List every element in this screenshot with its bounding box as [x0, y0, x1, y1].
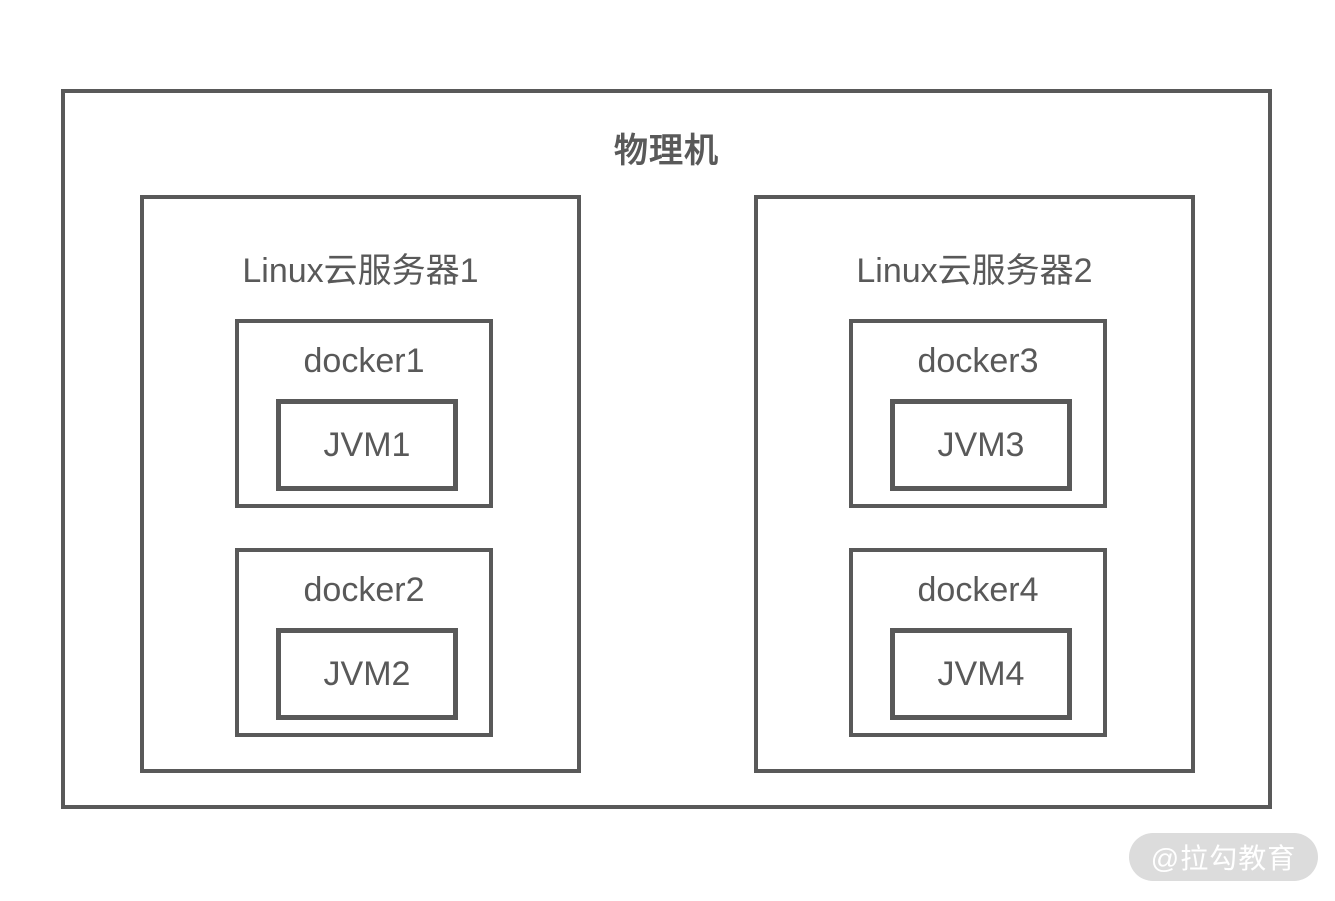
watermark-text: @拉勾教育 [1150, 843, 1297, 874]
server-box-2: Linux云服务器2 docker3 JVM3 docker4 JVM4 [754, 195, 1195, 773]
server-1-label: Linux云服务器1 [242, 252, 479, 290]
jvm-4-label: JVM4 [937, 654, 1025, 693]
jvm-2-label: JVM2 [323, 654, 411, 693]
jvm-box-2: JVM2 [276, 628, 458, 720]
physical-machine-label: 物理机 [614, 132, 719, 170]
watermark-badge: @拉勾教育 [1129, 833, 1318, 881]
docker-2-label: docker2 [303, 571, 425, 609]
jvm-box-3: JVM3 [890, 399, 1072, 491]
jvm-box-1: JVM1 [276, 399, 458, 491]
jvm-3-label: JVM3 [937, 425, 1025, 464]
docker-box-3: docker3 JVM3 [849, 319, 1107, 508]
docker-box-4: docker4 JVM4 [849, 548, 1107, 737]
server-box-1: Linux云服务器1 docker1 JVM1 docker2 JVM2 [140, 195, 581, 773]
jvm-1-label: JVM1 [323, 425, 411, 464]
jvm-box-4: JVM4 [890, 628, 1072, 720]
docker-box-1: docker1 JVM1 [235, 319, 493, 508]
docker-1-label: docker1 [303, 342, 425, 380]
docker-box-2: docker2 JVM2 [235, 548, 493, 737]
docker-3-label: docker3 [917, 342, 1039, 380]
server-2-label: Linux云服务器2 [856, 252, 1093, 290]
docker-4-label: docker4 [917, 571, 1039, 609]
